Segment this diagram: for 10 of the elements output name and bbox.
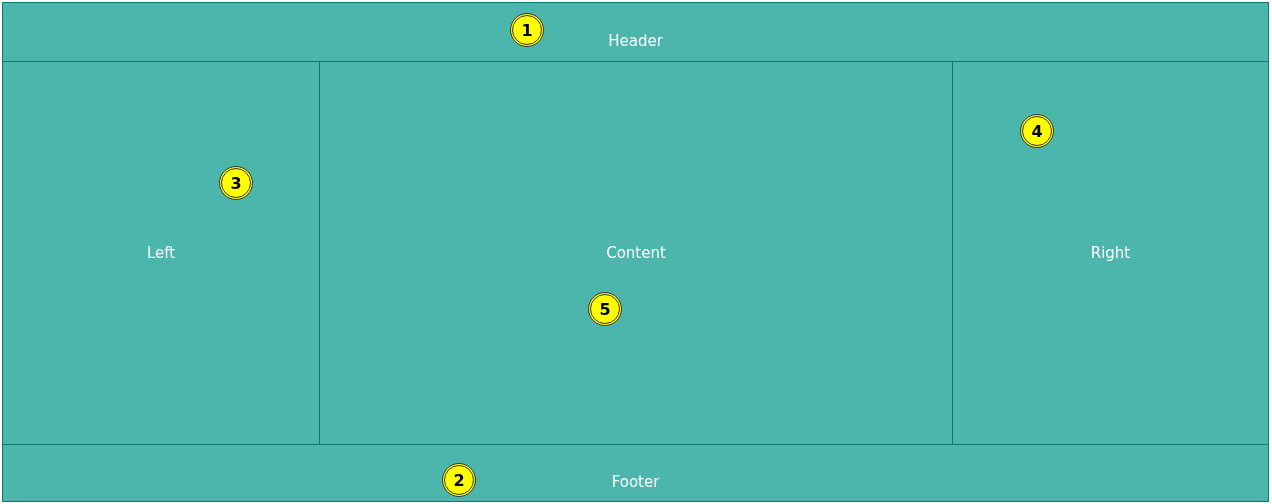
layout-region <box>2 61 320 445</box>
region-label: Right <box>1090 244 1131 262</box>
layout-region <box>952 61 1269 445</box>
layout-region <box>2 2 1269 62</box>
region-label: Content <box>606 244 666 262</box>
region-label: Footer <box>611 473 660 491</box>
region-label: Header <box>608 32 663 50</box>
layout-region <box>2 444 1269 502</box>
layout-region <box>319 61 953 445</box>
region-label: Left <box>146 244 176 262</box>
